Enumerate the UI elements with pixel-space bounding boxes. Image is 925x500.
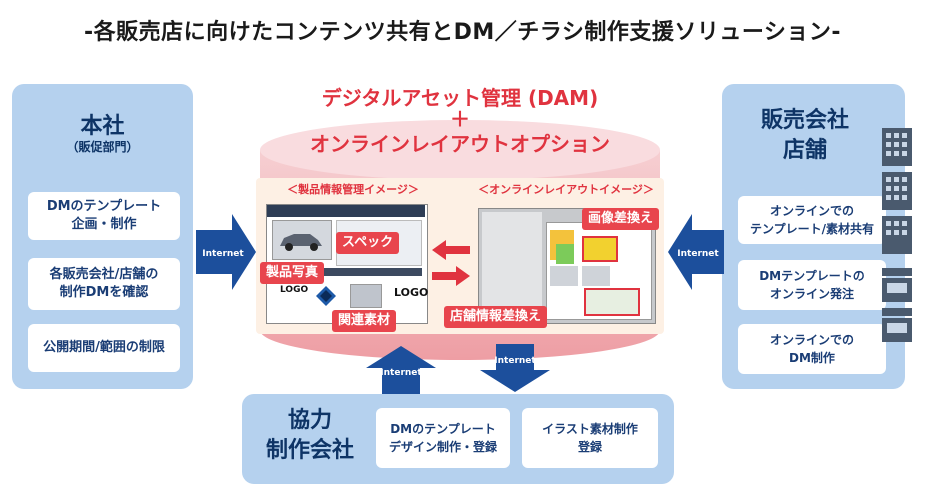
partner-card-illustration: イラスト素材制作 登録 [522,408,658,468]
dealer-card-order: DMテンプレートの オンライン発注 [738,260,886,310]
car-thumb [350,284,382,308]
dealer-card-share-text: オンラインでの テンプレート/素材共有 [749,204,875,236]
dealer-card-dm: オンラインでの DM制作 [738,324,886,374]
headquarters-title: 本社 [80,114,125,139]
diamond-logo-icon [316,286,336,306]
partner-card-template-text: DMのテンプレート デザイン制作・登録 [388,422,497,454]
dam-plus: ＋ [450,107,470,131]
screenshot-header [267,205,425,217]
shop-icon [882,308,912,342]
dealer-card-share: オンラインでの テンプレート/素材共有 [738,196,886,244]
arrow-left-icon [432,240,470,260]
exchange-arrows [432,240,470,286]
hq-card-limit: 公開期間/範囲の制限 [28,324,180,372]
layout-map-block [584,288,640,316]
logo-thumb-2: LOGO [394,286,428,312]
layout-car-2 [550,266,578,286]
hq-card-template: DMのテンプレート 企画・制作 [28,192,180,240]
internet-label-down: Internet [494,356,536,366]
product-photo-label: 製品写真 [260,262,325,284]
arrow-right-icon [432,266,470,286]
hq-card-template-text: DMのテンプレート 企画・制作 [46,199,162,232]
layout-option-title: オンラインレイアウトオプション [310,132,610,156]
logo-text-1: LOGO [280,285,309,295]
layout-sidebar [482,212,542,318]
internet-label-left: Internet [202,249,244,259]
partner-card-illustration-text: イラスト素材制作 登録 [542,422,638,454]
hq-card-review-text: 各販売会社/店舗の 制作DMを確認 [49,267,159,300]
office-building-icon [882,128,912,166]
partner-card-template: DMのテンプレート デザイン制作・登録 [376,408,510,468]
dealer-title: 販売会社 店舗 [760,108,849,163]
layout-yellow-car [582,236,618,262]
headquarters-subtitle: （販促部門） [66,140,139,154]
internet-arrow-right [668,214,724,290]
logo-thumb-1: LOGO [280,284,308,312]
car-icon [280,234,322,251]
store-info-swap-label: 店舗情報差換え [444,306,548,328]
spec-label: スペック [336,232,400,254]
image-swap-label: 画像差換え [582,208,660,230]
shop-icon [882,268,912,302]
hq-card-limit-text: 公開期間/範囲の制限 [43,340,165,355]
dealer-card-order-text: DMテンプレートの オンライン発注 [759,269,865,301]
product-info-caption: ＜製品情報管理イメージ＞ [287,183,419,196]
dealer-card-dm-text: オンラインでの DM制作 [769,333,854,365]
thumbnail-row [272,268,422,276]
layout-car-3 [582,266,610,286]
office-building-icon [882,172,912,210]
internet-label-up: Internet [380,368,422,378]
hq-card-review: 各販売会社/店舗の 制作DMを確認 [28,258,180,310]
office-building-icon [882,216,912,254]
internet-arrow-left [196,214,256,290]
layout-highlight-block [556,244,574,264]
related-material-label: 関連素材 [332,310,397,332]
dam-title: デジタルアセット管理 (DAM) [321,86,599,110]
logo-text-2: LOGO [394,286,429,299]
online-layout-caption: ＜オンラインレイアウトイメージ＞ [478,183,654,196]
building-icons [882,128,912,342]
page-title: -各販売店に向けたコンテンツ共有とDM／チラシ制作支援ソリューション- [83,20,842,45]
partner-title: 協力 制作会社 [265,408,354,463]
internet-label-right: Internet [677,249,719,259]
internet-arrow-down [480,344,550,392]
internet-arrow-up [366,346,436,394]
